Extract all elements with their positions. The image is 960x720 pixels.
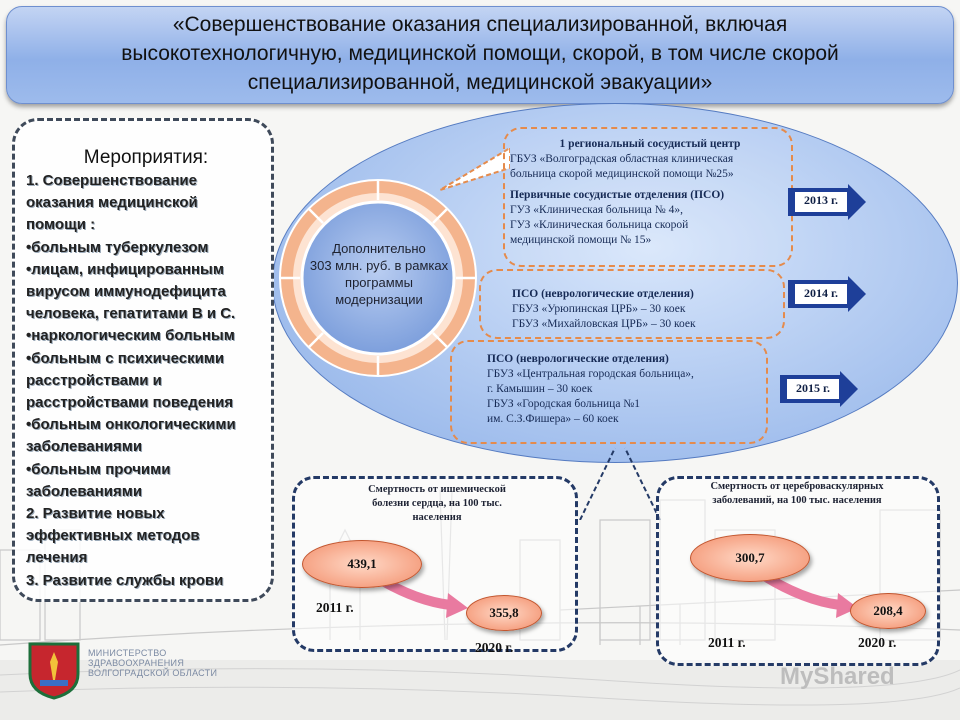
mortality-cerebro-title: Смертность от цереброваскулярных заболев… <box>672 480 922 508</box>
box-2015-text: ПСО (неврологические отделения) ГБУЗ «Це… <box>487 352 767 427</box>
title-banner <box>6 6 954 104</box>
ring-line: 303 млн. руб. в рамках <box>309 258 449 273</box>
box-2014 <box>479 269 785 339</box>
measure-item: •больным онкологическими <box>26 416 236 434</box>
measure-item: •больным с психическими <box>26 349 225 367</box>
title-line: болезни сердца, на 100 тыс. <box>372 498 502 509</box>
measure-item: помощи : <box>26 216 96 234</box>
title-line: высокотехнологичную, медицинской помощи,… <box>121 42 839 65</box>
connector-lines <box>579 447 661 520</box>
measures-heading: Мероприятия: <box>83 147 209 168</box>
measure-item: расстройствами поведения <box>26 394 234 411</box>
watermark: MyShared <box>780 663 895 690</box>
box-2013-text: 1 региональный сосудистый центр ГБУЗ «Во… <box>510 137 790 248</box>
value-2011-badge: 300,7 <box>690 534 810 582</box>
box-line: ГБУЗ «Волгоградская областная клиническа… <box>510 153 734 165</box>
year-2013-label: 2013 г. <box>803 193 839 207</box>
measure-item: •больным прочими <box>26 460 171 478</box>
title-line: заболеваний, на 100 тыс. населения <box>712 495 882 506</box>
measure-item: •лицам, инфицированным <box>26 260 224 278</box>
box-heading: 1 региональный сосудистый центр <box>559 138 741 150</box>
box-line: им. С.З.Фишера» – 60 коек <box>487 413 619 425</box>
measure-item: 1. Совершенствование <box>26 172 197 189</box>
box-line: ГБУЗ «Городская больница №1 <box>487 398 641 410</box>
ring-line: программы <box>345 275 413 290</box>
value-2011-badge: 439,1 <box>302 540 422 588</box>
measure-item: человека, гепатитами В и С. <box>26 305 236 323</box>
coat-of-arms-icon <box>28 642 80 700</box>
measure-item: заболеваниями <box>26 482 143 500</box>
year-end-label: 2020 г. <box>475 640 514 655</box>
ring-line: Дополнительно <box>332 241 426 256</box>
measure-item: •наркологическим больным <box>26 327 235 345</box>
measure-item: 2. Развитие новых <box>26 505 165 522</box>
title-line: Смертность от цереброваскулярных <box>710 481 884 492</box>
box-2015 <box>450 340 768 444</box>
box-line: ГУЗ «Клиническая больница скорой <box>510 219 689 231</box>
box-line: ГБУЗ «Михайловская ЦРБ» – 30 коек <box>512 318 696 330</box>
ministry-name: МИНИСТЕРСТВО ЗДРАВООХРАНЕНИЯ ВОЛГОГРАДСК… <box>88 648 217 678</box>
box-2014-text: ПСО (неврологические отделения) ГБУЗ «Ур… <box>512 287 782 332</box>
modernization-ring <box>279 179 477 377</box>
box-heading: Первичные сосудистые отделения (ПСО) <box>510 189 725 201</box>
measure-item: 3. Развитие службы крови <box>26 571 224 589</box>
year-2014-label: 2014 г. <box>803 286 839 300</box>
year-end-label: 2020 г. <box>858 635 897 650</box>
measure-item: •больным туберкулезом <box>26 238 209 256</box>
title-line: Смертность от ишемической <box>368 484 506 495</box>
ring-line: модернизации <box>335 292 423 307</box>
measure-item: вирусом иммунодефицита <box>26 283 226 300</box>
ministry-line: МИНИСТЕРСТВО <box>88 648 167 658</box>
box-line: ГУЗ «Клиническая больница № 4», <box>510 204 683 216</box>
pointer-arrow <box>440 148 510 191</box>
box-line: медицинской помощи № 15» <box>510 234 652 246</box>
ministry-line: ЗДРАВООХРАНЕНИЯ <box>88 658 185 668</box>
year-start-label: 2011 г. <box>708 635 746 650</box>
value-2020-badge: 355,8 <box>466 595 542 631</box>
ministry-line: ВОЛГОГРАДСКОЙ ОБЛАСТИ <box>88 668 218 678</box>
title-line: населения <box>412 512 462 523</box>
box-heading: ПСО (неврологические отделения) <box>512 288 694 300</box>
arrow-2014-icon <box>788 276 866 312</box>
page-title: «Совершенствование оказания специализиро… <box>40 10 920 97</box>
arrow-2013-icon <box>788 184 866 220</box>
box-line: г. Камышин – 30 коек <box>487 383 593 395</box>
measure-item: расстройствами и <box>26 371 162 389</box>
year-2015-label: 2015 г. <box>795 381 831 395</box>
measure-item: эффективных методов <box>26 527 200 545</box>
box-line: больница скорой медицинской помощи №25» <box>510 168 734 180</box>
measure-item: заболеваниями <box>26 438 143 456</box>
box-line: ГБУЗ «Урюпинская ЦРБ» – 30 коек <box>512 303 686 315</box>
year-start-label: 2011 г. <box>316 600 354 615</box>
mortality-ischemic-title: Смертность от ишемической болезни сердца… <box>332 483 542 525</box>
arrow-2015-icon <box>780 371 858 407</box>
measures-panel: Мероприятия: <box>12 118 274 602</box>
value-2020-badge: 208,4 <box>850 593 926 629</box>
ring-label: Дополнительно 303 млн. руб. в рамках про… <box>296 240 462 308</box>
measure-item: оказания медицинской <box>26 194 198 212</box>
title-line: «Совершенствование оказания специализиро… <box>172 13 788 36</box>
box-heading: ПСО (неврологические отделения) <box>487 353 669 365</box>
box-line: ГБУЗ «Центральная городская больница», <box>487 368 694 380</box>
title-line: специализированной, медицинской эвакуаци… <box>247 71 713 94</box>
measure-item: лечения <box>26 549 88 567</box>
